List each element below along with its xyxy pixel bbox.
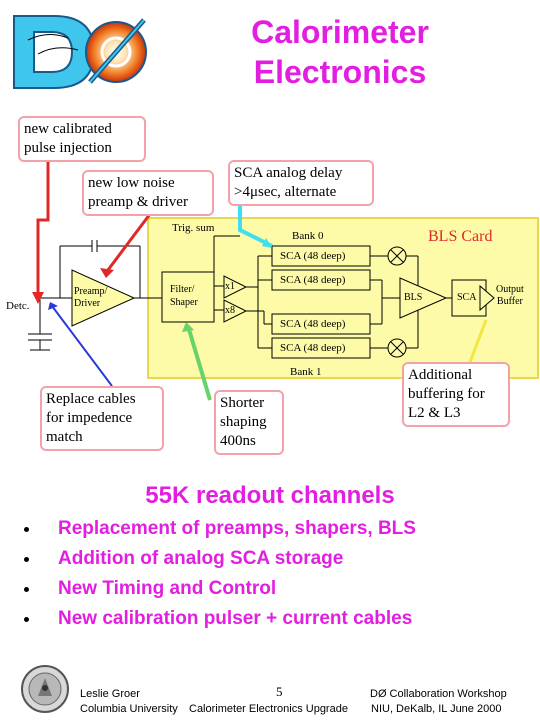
sca-bank0-a-label: SCA (48 deep)	[280, 250, 346, 262]
footer-affiliation: Columbia University	[80, 703, 178, 715]
bls-card-label: BLS Card	[428, 228, 493, 245]
callout-shaping-line3: 400ns	[220, 433, 256, 449]
arrow-cables	[48, 302, 113, 387]
d0-logo	[8, 10, 158, 92]
callout-cables-line2: for impedence	[46, 410, 133, 426]
bullet-item: New calibration pulser + current cables	[18, 604, 528, 634]
filter-label-line2: Shaper	[170, 297, 198, 308]
callout-preamp-line2: preamp & driver	[88, 194, 188, 210]
calorimeter-diagram	[28, 160, 539, 401]
callout-sca-line1: SCA analog delay	[234, 165, 343, 181]
bullet-text: Replacement of preamps, shapers, BLS	[58, 518, 416, 539]
callout-replace-cables: Replace cables for impedence match	[40, 386, 164, 451]
filter-label-line1: Filter/	[170, 284, 195, 295]
callout-additional-buffering: Additional buffering for L2 & L3	[402, 362, 510, 427]
callout-calibrated-pulse: new calibrated pulse injection	[18, 116, 146, 162]
bullet-dot-icon	[24, 527, 29, 532]
amp-x1	[223, 275, 248, 299]
callout-buffering-line1: Additional	[408, 367, 473, 383]
callout-calib-line1: new calibrated	[24, 121, 112, 137]
page-title: Calorimeter Electronics	[210, 12, 470, 92]
callout-shaping-line2: shaping	[220, 414, 267, 430]
filter-shaper	[161, 271, 215, 323]
bullet-dot-icon	[24, 557, 29, 562]
bank1-label: Bank 1	[290, 366, 322, 378]
callout-buffering-line3: L2 & L3	[408, 405, 461, 421]
preamp-feedback	[59, 240, 141, 298]
output-label-line1: Output	[496, 284, 524, 295]
callout-shaping-line1: Shorter	[220, 395, 265, 411]
arrow-calib	[32, 160, 50, 304]
x8-label: x8	[225, 305, 235, 316]
callout-shorter-shaping: Shorter shaping 400ns	[214, 390, 284, 455]
bullet-item: New Timing and Control	[18, 574, 528, 604]
headline: 55K readout channels	[145, 482, 395, 509]
trig-sum-label: Trig. sum	[172, 222, 215, 234]
callout-calib-line2: pulse injection	[24, 140, 112, 156]
output-label-line2: Buffer	[496, 296, 523, 307]
detc-label: Detc.	[6, 300, 30, 312]
bullet-text: Addition of analog SCA storage	[58, 548, 344, 569]
callout-sca-line2: >4μsec, alternate	[234, 184, 337, 200]
callout-sca-delay: SCA analog delay >4μsec, alternate	[228, 160, 374, 206]
footer-event: DØ Collaboration Workshop	[370, 688, 507, 700]
bullet-list: Replacement of preamps, shapers, BLS Add…	[18, 514, 528, 634]
filter-label: Filter/ Shaper	[170, 283, 198, 309]
amp-x8	[223, 299, 248, 323]
sca-bank1-b-label: SCA (48 deep)	[280, 342, 346, 354]
bls-label: BLS	[404, 292, 423, 303]
preamp-label-line2: Driver	[74, 298, 101, 309]
title-line-2: Electronics	[253, 54, 427, 90]
bullet-text: New calibration pulser + current cables	[58, 608, 413, 629]
detector-wiring	[28, 297, 72, 351]
output-buffer-label: Output Buffer	[496, 284, 524, 308]
callout-cables-line1: Replace cables	[46, 391, 136, 407]
arrow-sca	[238, 206, 273, 248]
bank0-label: Bank 0	[292, 230, 324, 242]
university-seal	[20, 664, 70, 714]
arrow-preamp	[100, 213, 152, 278]
arrow-buffering	[468, 319, 488, 363]
switch-bank1	[387, 338, 407, 358]
bls-amp	[399, 277, 448, 319]
footer-author: Leslie Groer	[80, 688, 140, 700]
bullet-text: New Timing and Control	[58, 578, 277, 599]
footer-subject: Calorimeter Electronics Upgrade	[189, 703, 348, 715]
output-buffer-amp	[479, 284, 495, 312]
sca-bank0-b-label: SCA (48 deep)	[280, 274, 346, 286]
callout-preamp-line1: new low noise	[88, 175, 175, 191]
sca-bank1-a-label: SCA (48 deep)	[280, 318, 346, 330]
callout-cables-line3: match	[46, 429, 83, 445]
bullet-dot-icon	[24, 587, 29, 592]
x1-label: x1	[225, 281, 235, 292]
sca-label: SCA	[457, 292, 477, 303]
title-line-1: Calorimeter	[251, 14, 429, 50]
footer-page-number: 5	[276, 684, 283, 699]
bullet-dot-icon	[24, 617, 29, 622]
arrow-shaping	[182, 322, 212, 401]
bullet-item: Replacement of preamps, shapers, BLS	[18, 514, 528, 544]
footer-location: NIU, DeKalb, IL June 2000	[371, 703, 502, 715]
bullet-item: Addition of analog SCA storage	[18, 544, 528, 574]
switch-bank0	[387, 246, 407, 266]
callout-buffering-line2: buffering for	[408, 386, 485, 402]
preamp-driver	[71, 269, 136, 327]
callout-low-noise-preamp: new low noise preamp & driver	[82, 170, 214, 216]
preamp-label: Preamp/ Driver	[74, 286, 107, 310]
preamp-label-line1: Preamp/	[74, 286, 108, 297]
